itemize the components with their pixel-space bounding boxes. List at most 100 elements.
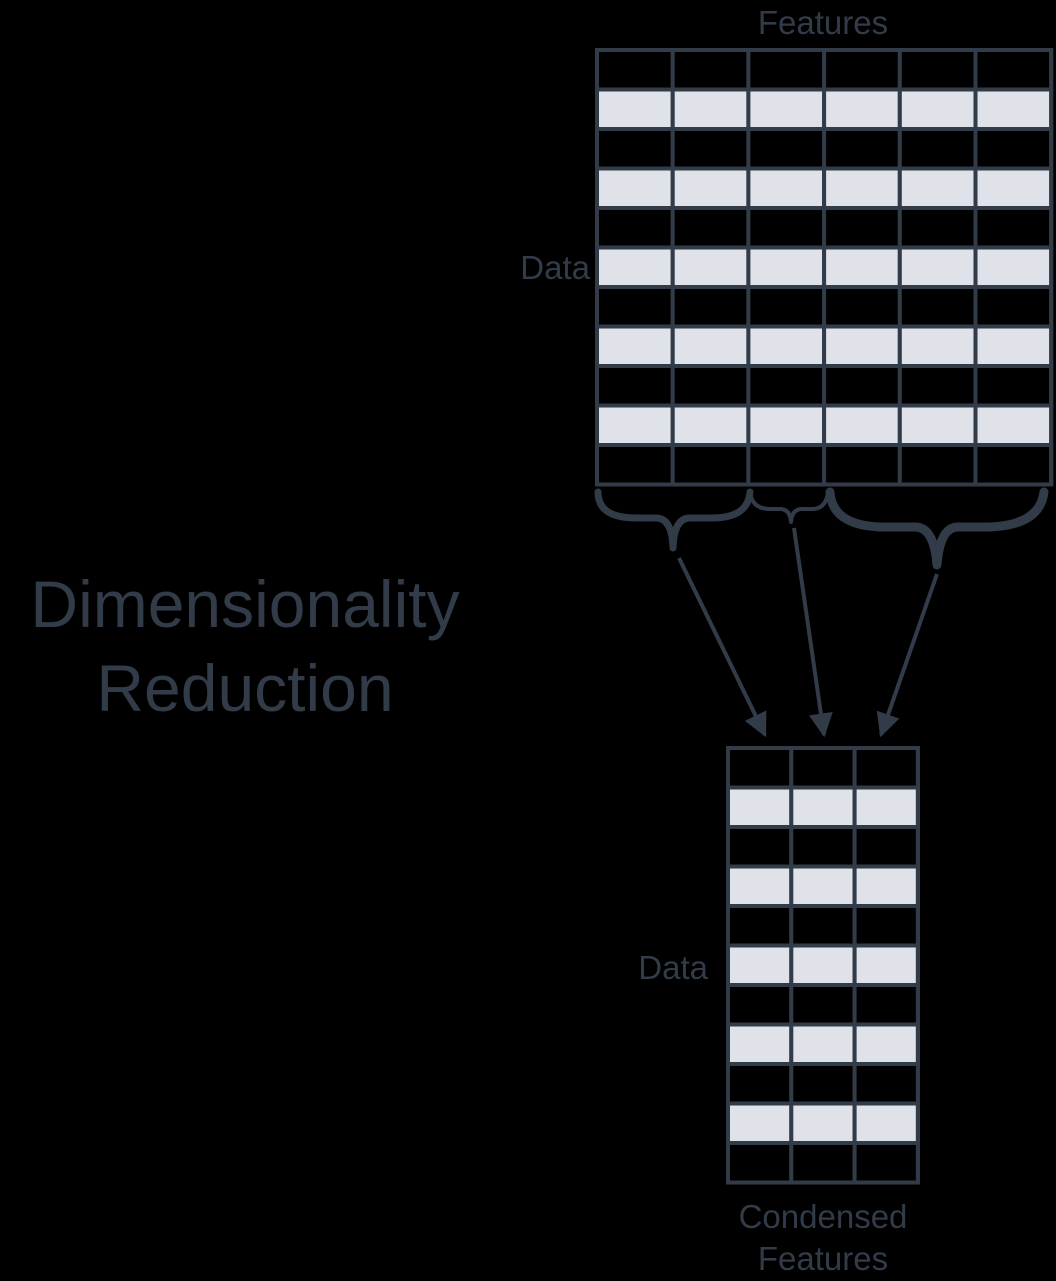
source-matrix-cell bbox=[670, 285, 751, 329]
source-matrix-cell bbox=[897, 166, 978, 210]
arrow-group-3 bbox=[876, 573, 939, 738]
source-matrix-cell bbox=[822, 285, 902, 329]
source-matrix-cell bbox=[822, 364, 902, 408]
target-matrix-cell bbox=[789, 864, 857, 908]
source-matrix-cell bbox=[973, 324, 1054, 368]
target-matrix-cell bbox=[852, 864, 920, 908]
source-matrix-cell bbox=[746, 403, 827, 447]
source-matrix-cell bbox=[595, 87, 675, 131]
source-matrix-cell bbox=[822, 403, 902, 447]
source-matrix-cell bbox=[595, 245, 675, 289]
target-matrix-cell bbox=[852, 785, 920, 829]
target-matrix-cell bbox=[726, 785, 794, 829]
target-matrix-cell bbox=[852, 1101, 920, 1145]
source-matrix-cell bbox=[822, 443, 902, 487]
source-matrix-cell bbox=[973, 245, 1054, 289]
target-matrix-cell bbox=[852, 983, 920, 1027]
source-matrix-cell bbox=[746, 127, 827, 171]
source-matrix-cell bbox=[746, 245, 827, 289]
source-matrix-cell bbox=[973, 48, 1054, 92]
source-matrix-cell bbox=[897, 285, 978, 329]
source-matrix-cell bbox=[670, 443, 751, 487]
source-matrix-cell bbox=[973, 443, 1054, 487]
source-matrix-cell bbox=[973, 285, 1054, 329]
source-matrix-cell bbox=[595, 48, 675, 92]
source-matrix-cell bbox=[973, 87, 1054, 131]
title-line2: Reduction bbox=[96, 651, 394, 725]
source-matrix-cell bbox=[822, 206, 902, 250]
source-matrix-cell bbox=[822, 127, 902, 171]
target-matrix-cell bbox=[726, 943, 794, 987]
source-matrix-cell bbox=[746, 166, 827, 210]
target-matrix-cell bbox=[726, 983, 794, 1027]
target-matrix-cell bbox=[852, 746, 920, 790]
source-matrix-cell bbox=[595, 285, 675, 329]
condensed-label-line2: Features bbox=[757, 1240, 889, 1277]
target-matrix-cell bbox=[726, 1101, 794, 1145]
mapping-arrows bbox=[677, 527, 939, 738]
source-matrix-cell bbox=[746, 206, 827, 250]
source-matrix-cell bbox=[897, 443, 978, 487]
source-matrix-cell bbox=[670, 206, 751, 250]
target-matrix-cell bbox=[789, 1022, 857, 1066]
source-matrix-cell bbox=[595, 166, 675, 210]
brace-group-1 bbox=[594, 488, 754, 552]
source-matrix-cell bbox=[670, 324, 751, 368]
source-matrix-cell bbox=[822, 166, 902, 210]
source-matrix-cell bbox=[595, 206, 675, 250]
source-matrix-cell bbox=[746, 443, 827, 487]
target-matrix-cell bbox=[789, 1101, 857, 1145]
target-matrix-cell bbox=[789, 943, 857, 987]
source-matrix-cell bbox=[897, 403, 978, 447]
target-matrix-cell bbox=[789, 983, 857, 1027]
source-matrix-cell bbox=[670, 87, 751, 131]
target-matrix-cell bbox=[789, 746, 857, 790]
source-matrix-cell bbox=[670, 127, 751, 171]
target-matrix-cell bbox=[789, 785, 857, 829]
source-matrix-cell bbox=[973, 364, 1054, 408]
source-matrix-cell bbox=[822, 87, 902, 131]
target-matrix-cell bbox=[726, 1062, 794, 1106]
source-feature-matrix bbox=[595, 48, 1054, 487]
source-matrix-cell bbox=[897, 127, 978, 171]
source-matrix-cell bbox=[746, 324, 827, 368]
target-matrix-cell bbox=[726, 746, 794, 790]
source-matrix-cell bbox=[897, 324, 978, 368]
source-matrix-cell bbox=[746, 48, 827, 92]
target-matrix-cell bbox=[852, 1022, 920, 1066]
source-matrix-cell bbox=[897, 245, 978, 289]
source-matrix-cell bbox=[973, 166, 1054, 210]
target-data-label: Data bbox=[638, 949, 708, 986]
diagram-title: Dimensionality Reduction bbox=[0, 562, 490, 730]
source-matrix-border bbox=[595, 48, 1054, 487]
source-matrix-cell bbox=[670, 403, 751, 447]
brace-group-2 bbox=[748, 490, 830, 524]
target-matrix-cell bbox=[726, 864, 794, 908]
arrow-group-1 bbox=[677, 557, 767, 738]
target-matrix-cell bbox=[852, 1141, 920, 1185]
source-matrix-cell bbox=[822, 48, 902, 92]
source-matrix-cell bbox=[973, 403, 1054, 447]
target-matrix-cell bbox=[852, 943, 920, 987]
title-line1: Dimensionality bbox=[30, 567, 460, 641]
source-matrix-cell bbox=[897, 87, 978, 131]
target-matrix-cell bbox=[852, 904, 920, 948]
source-matrix-cell bbox=[595, 364, 675, 408]
source-matrix-cell bbox=[746, 364, 827, 408]
target-matrix-cell bbox=[789, 1141, 857, 1185]
arrow-group-2 bbox=[792, 527, 833, 738]
source-matrix-cell bbox=[746, 285, 827, 329]
source-matrix-cell bbox=[595, 403, 675, 447]
target-matrix-cell bbox=[789, 904, 857, 948]
source-matrix-cell bbox=[973, 127, 1054, 171]
source-matrix-cell bbox=[595, 443, 675, 487]
target-matrix-cell bbox=[726, 825, 794, 869]
grouping-braces bbox=[594, 487, 1049, 570]
condensed-label-line1: Condensed bbox=[738, 1198, 908, 1235]
source-matrix-cell bbox=[897, 364, 978, 408]
source-matrix-cell bbox=[822, 245, 902, 289]
target-matrix-cell bbox=[789, 1062, 857, 1106]
source-matrix-cell bbox=[595, 127, 675, 171]
target-matrix-cell bbox=[726, 1141, 794, 1185]
